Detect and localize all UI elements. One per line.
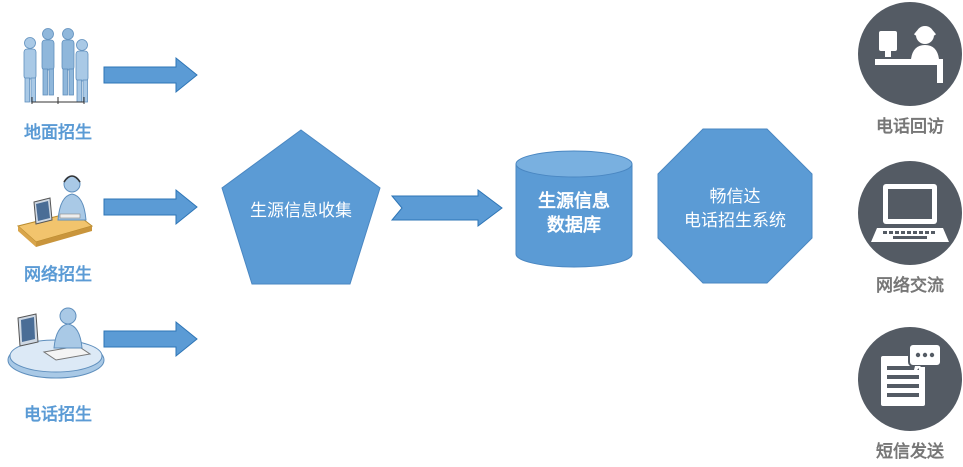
database-cylinder	[515, 150, 633, 268]
source-label-phone: 电话招生	[24, 405, 92, 425]
laptop-icon	[858, 161, 962, 265]
channel-label-phone-callback: 电话回访	[876, 117, 944, 137]
system-octagon	[657, 128, 813, 284]
computer-user-icon	[16, 175, 94, 247]
source-label-online: 网络招生	[24, 265, 92, 285]
arrow-to-database	[390, 189, 503, 227]
source-label-ground: 地面招生	[24, 123, 92, 143]
system-label-line1: 畅信达	[709, 187, 761, 207]
arrow-online	[103, 188, 198, 226]
arrow-ground	[103, 56, 198, 94]
channel-label-online-chat: 网络交流	[876, 276, 944, 296]
crowd-icon	[23, 28, 89, 104]
arrow-phone	[103, 320, 198, 358]
database-label-line2: 数据库	[547, 215, 601, 236]
channel-label-sms: 短信发送	[876, 442, 944, 462]
phone-operator-icon	[7, 307, 105, 379]
system-label-line2: 电话招生系统	[684, 211, 786, 231]
database-label-line1: 生源信息	[538, 191, 610, 212]
collection-pentagon	[221, 129, 381, 285]
call-center-icon	[858, 2, 962, 106]
collection-label: 生源信息收集	[250, 201, 352, 221]
message-icon	[858, 327, 962, 431]
